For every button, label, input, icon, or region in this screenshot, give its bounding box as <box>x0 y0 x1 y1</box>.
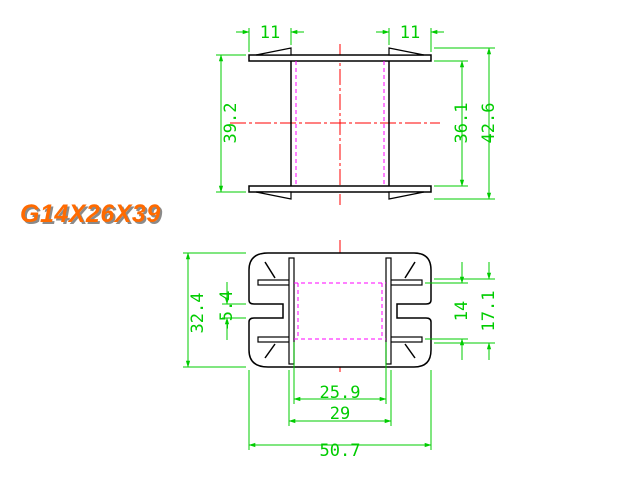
right-post <box>385 257 392 365</box>
dim-width-mid: 29 <box>330 404 350 424</box>
rib-bottom-right <box>404 343 416 359</box>
dim-height-overall-left: 39.2 <box>221 103 241 144</box>
dim-top-flange-left: 11 <box>260 23 280 43</box>
dim-side-height-overall: 32.4 <box>188 293 208 334</box>
dim-side-inner: 14 <box>452 301 472 321</box>
bottom-right-tab <box>388 191 425 200</box>
side-view: 32.4 -5.4 14 17.1 25.9 <box>183 240 499 461</box>
rib-bottom-left <box>264 343 276 359</box>
lower-left-slot <box>257 336 291 343</box>
dim-height-overall-right: 42.6 <box>479 103 499 144</box>
lower-right-slot <box>389 336 423 343</box>
rib-top-left <box>264 261 276 279</box>
dim-top-flange-right: 11 <box>400 23 420 43</box>
dim-height-inner: 36.1 <box>452 103 472 144</box>
rib-top-right <box>404 261 416 279</box>
top-left-tab <box>255 47 292 56</box>
dim-width-inner: 25.9 <box>320 383 361 403</box>
dim-width-overall: 50.7 <box>320 441 361 461</box>
left-post <box>288 257 295 365</box>
upper-right-slot <box>389 279 423 286</box>
dim-side-outer: 17.1 <box>479 291 499 332</box>
top-right-tab <box>388 47 425 56</box>
upper-left-slot <box>257 279 291 286</box>
part-name-label: G14X26X39 <box>20 200 161 228</box>
front-view: 11 11 39.2 36.1 42.6 <box>216 23 499 205</box>
bottom-left-tab <box>255 191 292 200</box>
top-flange <box>248 54 432 62</box>
side-body-outline <box>248 252 432 368</box>
bottom-flange <box>248 185 432 193</box>
dim-side-slot: -5.4 <box>217 291 237 332</box>
